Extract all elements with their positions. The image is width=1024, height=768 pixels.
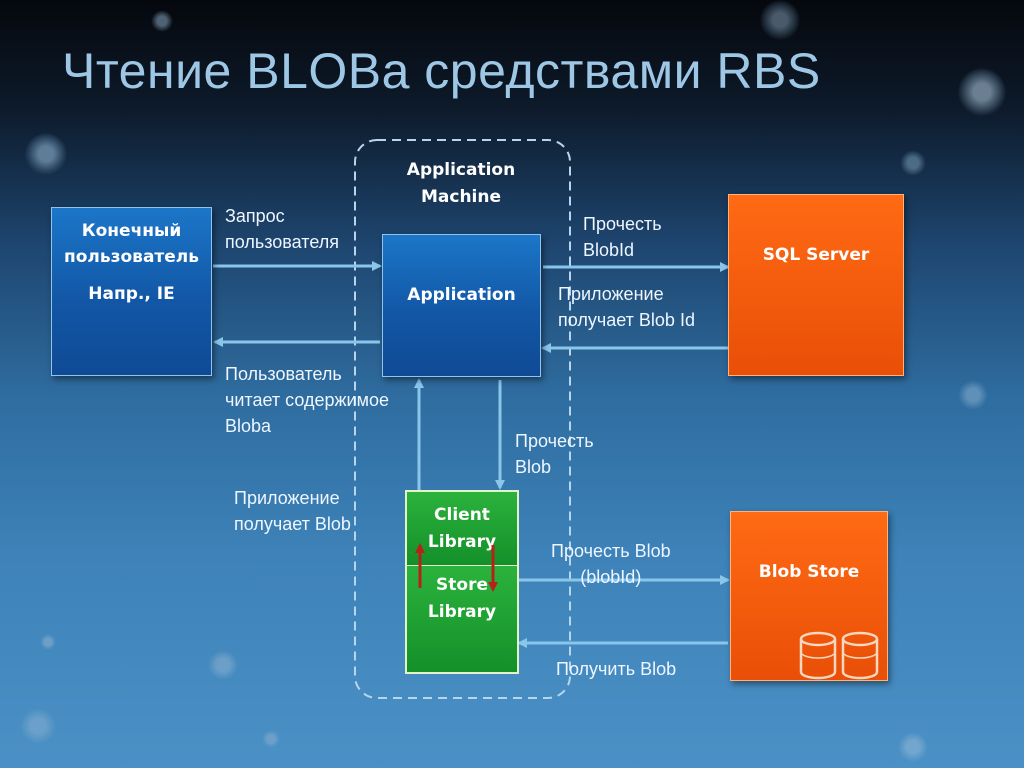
blob-store-box: Blob Store (730, 511, 888, 681)
bokeh-circle (20, 708, 56, 744)
label-app-gets-blobid: Приложение получает Blob Id (558, 284, 695, 330)
application-box: Application (382, 234, 541, 377)
label-user-reads: Пользователь читает содержимое Bloba (225, 364, 389, 436)
label-app-gets-blob: Приложение получает Blob (234, 488, 351, 534)
application-label: Application (407, 285, 516, 305)
bokeh-circle (25, 133, 67, 175)
bokeh-circle (760, 0, 800, 40)
blob-store-label: Blob Store (758, 562, 860, 582)
bokeh-circle (208, 650, 238, 680)
store-library-box: Store Library (405, 565, 519, 674)
end-user-label: Конечный пользователь (64, 221, 199, 267)
bokeh-circle (958, 380, 988, 410)
bokeh-circle (898, 732, 928, 762)
label-read-blob: Прочесть Blob (515, 431, 594, 477)
bokeh-circle (40, 634, 56, 650)
app-machine-boundary (354, 139, 571, 699)
label-read-blobid: Прочесть BlobId (583, 214, 662, 260)
sql-server-box: SQL Server (728, 194, 904, 376)
label-read-blob-blobid: Прочесть Blob (blobId) (551, 541, 671, 587)
store-library-label: Store Library (427, 575, 497, 622)
bokeh-circle (958, 68, 1006, 116)
app-machine-label: Application Machine (406, 160, 516, 207)
label-user-request: Запрос пользователя (225, 206, 339, 252)
slide-title: Чтение BLOBа средствами RBS (62, 43, 821, 99)
bokeh-circle (151, 10, 173, 32)
sql-server-label: SQL Server (762, 245, 870, 265)
end-user-example: Напр., IE (88, 284, 175, 304)
client-library-label: Client Library (427, 504, 497, 552)
bokeh-circle (900, 150, 926, 176)
database-cylinders-icon (799, 631, 879, 680)
bokeh-circle (262, 730, 280, 748)
end-user-box: Конечный пользователь Напр., IE (51, 207, 212, 376)
label-get-blob: Получить Blob (556, 659, 677, 679)
client-library-box: Client Library (405, 490, 519, 566)
